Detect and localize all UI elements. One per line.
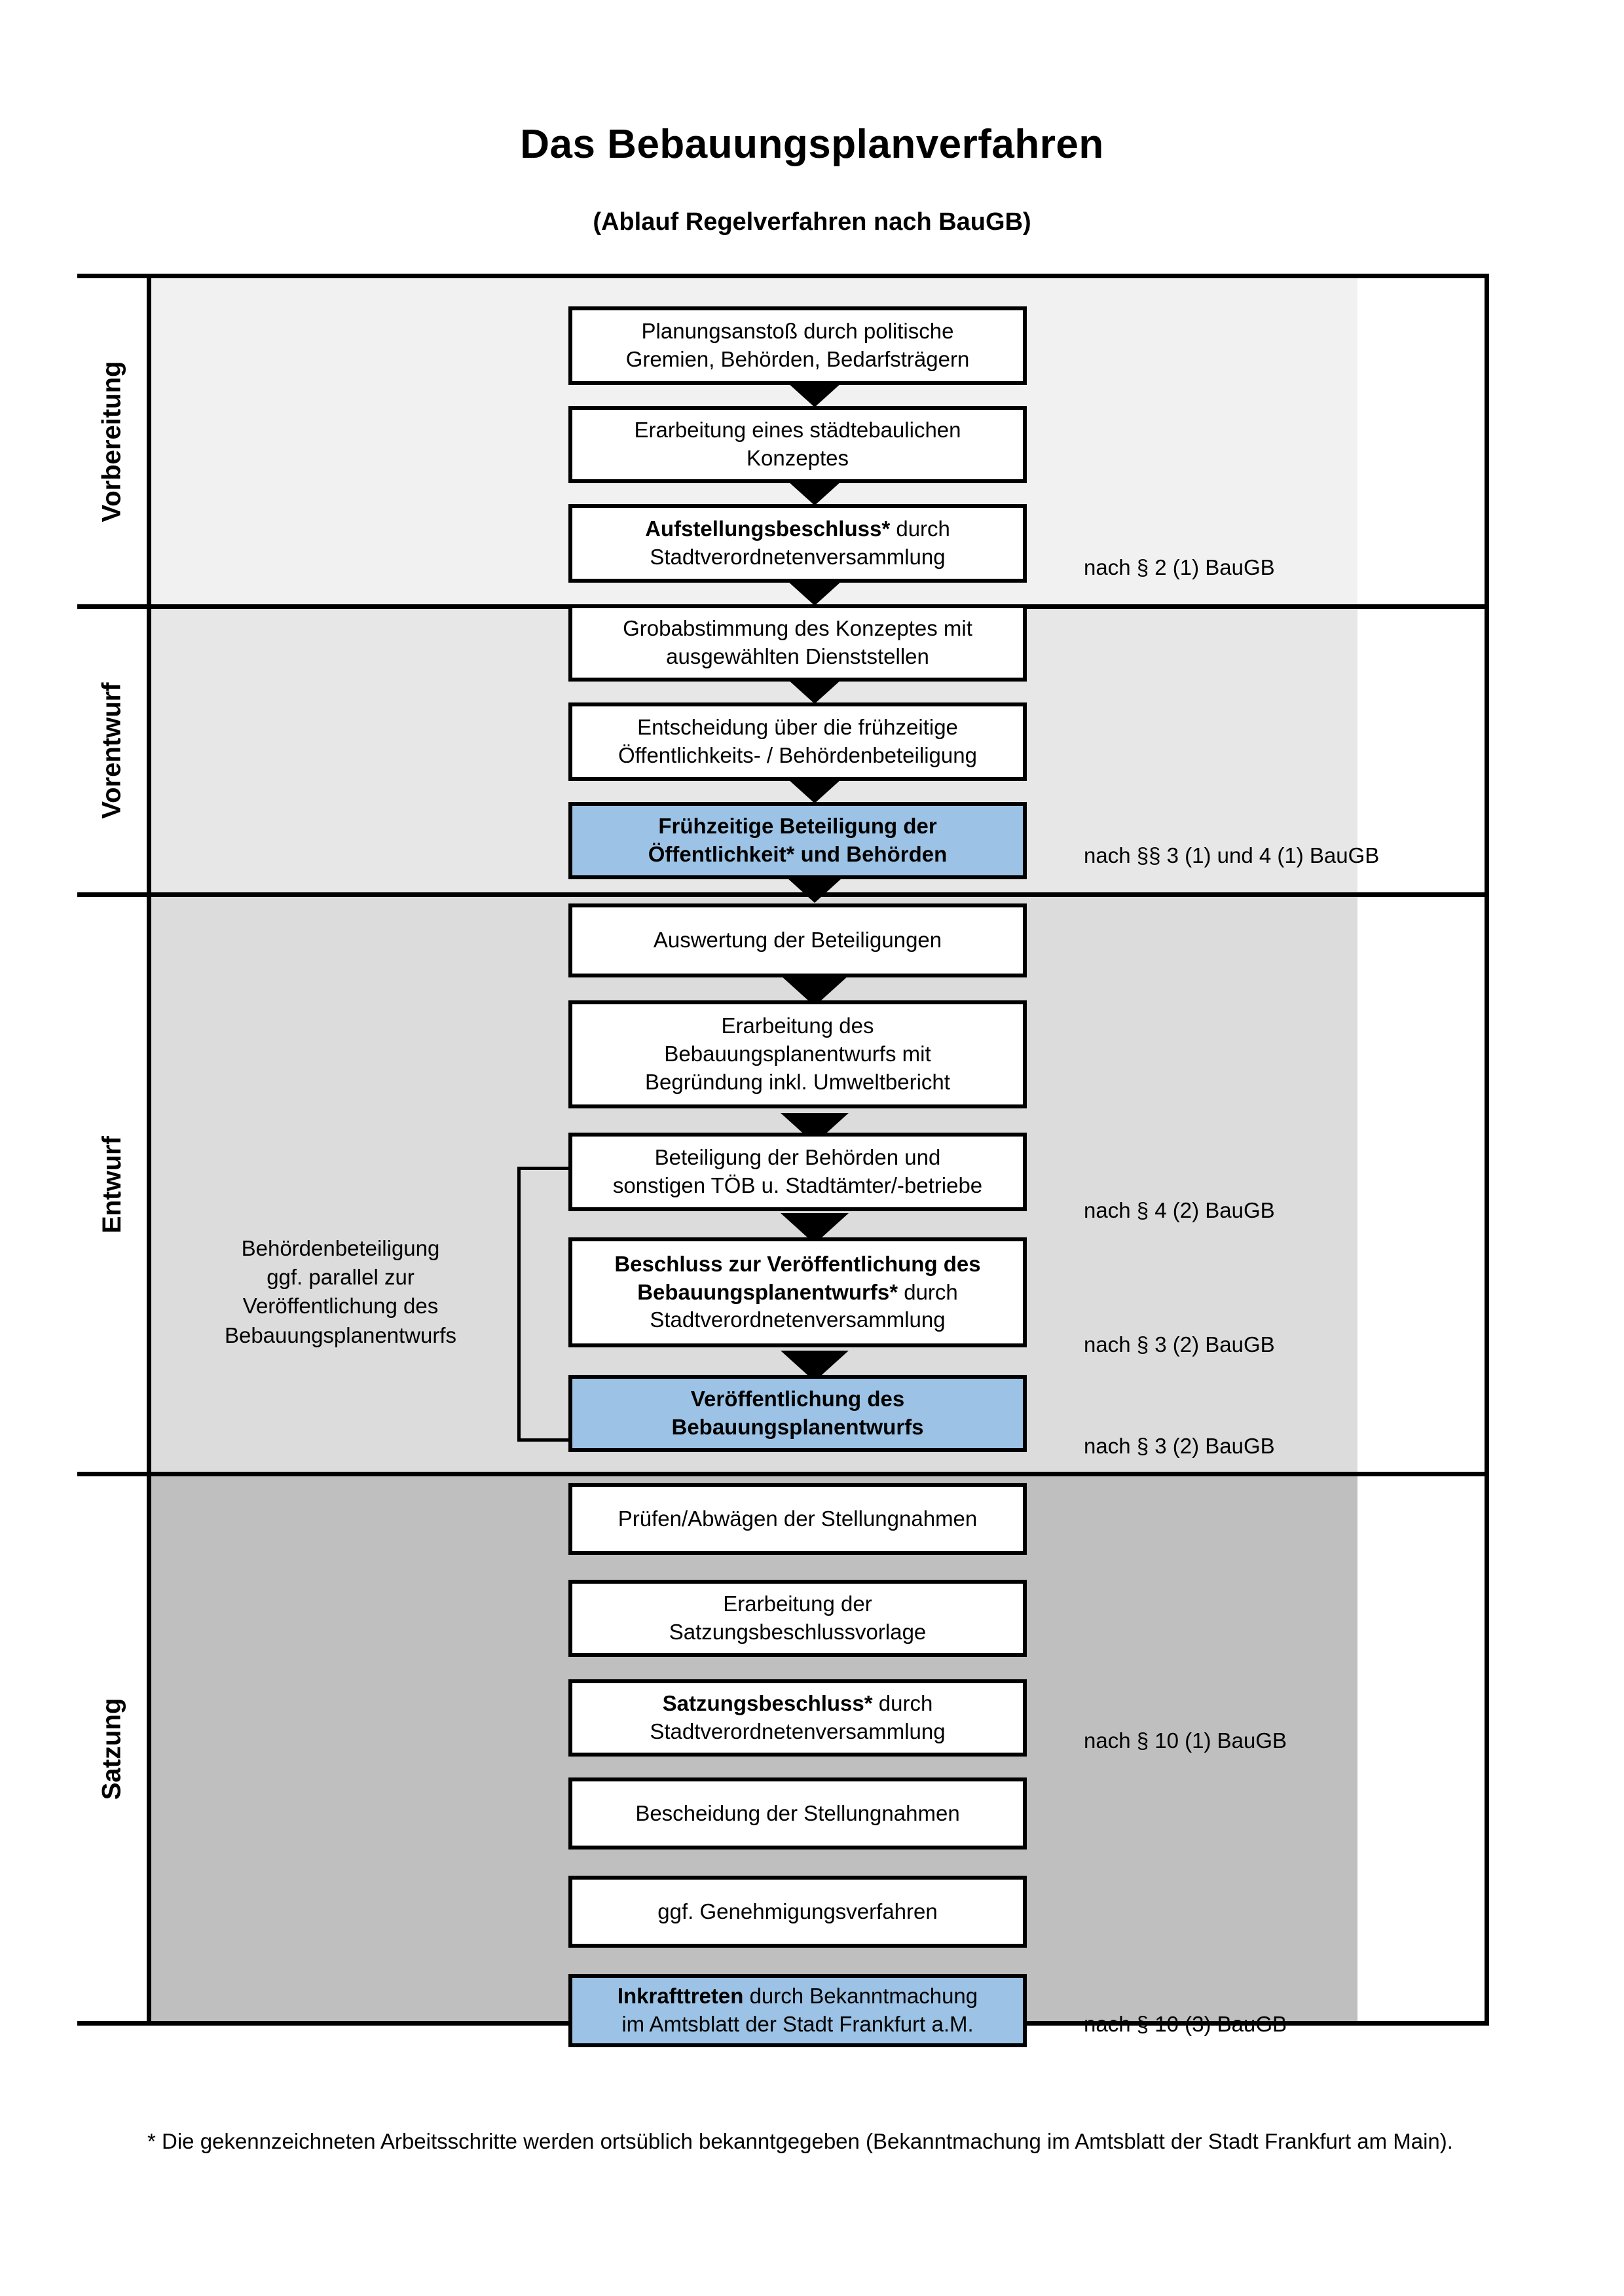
step-box-satzungsbeschlussvorlage[interactable]: Erarbeitung der Satzungsbeschlussvorlage	[568, 1580, 1027, 1657]
step-box-genehmigungsverfahren[interactable]: ggf. Genehmigungsverfahren	[568, 1876, 1027, 1948]
bracket-vertical-segment	[517, 1167, 521, 1442]
step-box-inkrafttreten[interactable]: Inkrafttreten durch Bekanntmachung im Am…	[568, 1974, 1027, 2047]
step-emphasis: Satzungsbeschluss*	[662, 1691, 873, 1716]
stage-label-vorentwurf: Vorentwurf	[77, 609, 147, 892]
step-line: ggf. Genehmigungsverfahren	[657, 1899, 938, 1923]
step-line: Auswertung der Beteiligungen	[653, 928, 942, 953]
step-box-erarbeitung-bebauungsplanentwurf[interactable]: Erarbeitung des Bebauungsplanentwurfs mi…	[568, 1000, 1027, 1108]
step-box-planungsanstoss[interactable]: Planungsanstoß durch politische Gremien,…	[568, 306, 1027, 385]
law-ref-par10-1: nach § 10 (1) BauGB	[1084, 1728, 1287, 1753]
step-line-rest: durch Bekanntmachung	[743, 1984, 978, 2009]
step-line: Grobabstimmung des Konzeptes mit	[623, 616, 972, 641]
step-line: ausgewählten Dienststellen	[666, 644, 929, 668]
step-emphasis: Aufstellungsbeschluss*	[645, 517, 891, 541]
step-line: Entscheidung über die frühzeitige	[637, 715, 958, 740]
step-box-pruefen-abwaegen[interactable]: Prüfen/Abwägen der Stellungnahmen	[568, 1483, 1027, 1555]
step-line: Bebauungsplanentwurfs mit	[664, 1042, 931, 1066]
side-note-line: Veröffentlichung des	[242, 1294, 439, 1319]
step-line: Begründung inkl. Umweltbericht	[645, 1069, 950, 1094]
step-line: Stadtverordnetenversammlung	[650, 545, 946, 569]
step-box-bescheidung-stellungnahmen[interactable]: Bescheidung der Stellungnahmen	[568, 1777, 1027, 1850]
stage-label-entwurf: Entwurf	[77, 897, 147, 1472]
step-line: Konzeptes	[747, 446, 849, 470]
step-emphasis: Inkrafttreten	[617, 1984, 744, 2009]
step-box-auswertung-beteiligungen[interactable]: Auswertung der Beteiligungen	[568, 903, 1027, 977]
step-line: Erarbeitung eines städtebaulichen	[634, 418, 961, 443]
side-note-line: Behördenbeteiligung	[241, 1236, 440, 1260]
step-box-grobabstimmung[interactable]: Grobabstimmung des Konzeptes mit ausgewä…	[568, 604, 1027, 682]
step-line: Frühzeitige Beteiligung der	[658, 814, 937, 839]
stage-label-vorbereitung: Vorbereitung	[77, 278, 147, 604]
law-ref-par4-2: nach § 4 (2) BauGB	[1084, 1198, 1275, 1222]
law-ref-par3-2-b: nach § 3 (2) BauGB	[1084, 1434, 1275, 1458]
step-box-entscheidung-fruehzeitige-beteiligung[interactable]: Entscheidung über die frühzeitige Öffent…	[568, 702, 1027, 781]
step-emphasis: Bebauungsplanentwurfs*	[637, 1279, 898, 1304]
law-ref-par3-2-a: nach § 3 (2) BauGB	[1084, 1332, 1275, 1357]
bracket-bottom-segment	[517, 1438, 614, 1442]
side-note-line: Bebauungsplanentwurfs	[224, 1322, 457, 1347]
step-line: Bebauungsplanentwurfs* durch	[614, 1279, 980, 1307]
step-line: Aufstellungsbeschluss* durch	[645, 515, 950, 543]
page-title: Das Bebauungsplanverfahren	[520, 122, 1104, 167]
stage-label-satzung: Satzung	[77, 1476, 147, 2021]
step-line: Bebauungsplanentwurfs	[671, 1415, 924, 1439]
step-box-staedtebauliches-konzept[interactable]: Erarbeitung eines städtebaulichen Konzep…	[568, 406, 1027, 483]
footnote: * Die gekennzeichneten Arbeitsschritte w…	[147, 2129, 1453, 2153]
step-line: Stadtverordnetenversammlung	[650, 1307, 946, 1332]
side-note-line: ggf. parallel zur	[267, 1265, 415, 1290]
step-box-beteiligung-behoerden-toeb[interactable]: Beteiligung der Behörden und sonstigen T…	[568, 1133, 1027, 1211]
step-line: sonstigen TÖB u. Stadtämter/-betriebe	[612, 1173, 983, 1197]
step-box-fruehzeitige-beteiligung[interactable]: Frühzeitige Beteiligung der Öffentlichke…	[568, 802, 1027, 879]
stage-column-divider	[147, 274, 151, 2026]
step-line: Satzungsbeschluss* durch	[650, 1690, 945, 1718]
law-ref-par3-1-4-1: nach §§ 3 (1) und 4 (1) BauGB	[1084, 843, 1380, 867]
stage-label-text: Satzung	[97, 1698, 126, 1800]
step-line: Beschluss zur Veröffentlichung des	[614, 1251, 981, 1276]
step-box-satzungsbeschluss[interactable]: Satzungsbeschluss* durch Stadtverordnete…	[568, 1679, 1027, 1757]
step-line-rest: durch	[890, 517, 950, 541]
step-line: Stadtverordnetenversammlung	[650, 1719, 946, 1743]
band-separator-3	[77, 1472, 1489, 1476]
step-line: Inkrafttreten durch Bekanntmachung	[618, 1982, 978, 2011]
step-line: Öffentlichkeits- / Behördenbeteiligung	[618, 743, 977, 767]
step-line: Öffentlichkeit* und Behörden	[648, 842, 948, 866]
step-box-beschluss-veroeffentlichung[interactable]: Beschluss zur Veröffentlichung des Bebau…	[568, 1237, 1027, 1347]
step-line: Bescheidung der Stellungnahmen	[635, 1800, 960, 1825]
step-line: Prüfen/Abwägen der Stellungnahmen	[618, 1506, 978, 1531]
stage-label-text: Entwurf	[97, 1135, 126, 1233]
step-line: Beteiligung der Behörden und	[654, 1145, 941, 1170]
step-line: Erarbeitung der	[723, 1592, 872, 1616]
law-ref-par2-1: nach § 2 (1) BauGB	[1084, 555, 1275, 579]
side-note-behoerdenbeteiligung: Behördenbeteiligung ggf. parallel zur Ve…	[177, 1234, 504, 1350]
step-box-aufstellungsbeschluss[interactable]: Aufstellungsbeschluss* durch Stadtverord…	[568, 504, 1027, 583]
step-box-veroeffentlichung-entwurf[interactable]: Veröffentlichung des Bebauungsplanentwur…	[568, 1375, 1027, 1452]
page-subtitle: (Ablauf Regelverfahren nach BauGB)	[593, 208, 1031, 236]
step-line: Veröffentlichung des	[690, 1387, 905, 1412]
step-line: Erarbeitung des	[721, 1013, 874, 1038]
step-line-rest: durch	[872, 1691, 933, 1716]
step-line: Gremien, Behörden, Bedarfsträgern	[625, 347, 970, 371]
step-line: Planungsanstoß durch politische	[641, 319, 954, 344]
law-ref-par10-3: nach § 10 (3) BauGB	[1084, 2012, 1287, 2036]
step-line: im Amtsblatt der Stadt Frankfurt a.M.	[621, 2012, 974, 2036]
stage-label-text: Vorbereitung	[97, 361, 126, 522]
step-line-rest: durch	[898, 1279, 958, 1304]
stage-label-text: Vorentwurf	[97, 682, 126, 819]
step-line: Satzungsbeschlussvorlage	[669, 1620, 927, 1644]
